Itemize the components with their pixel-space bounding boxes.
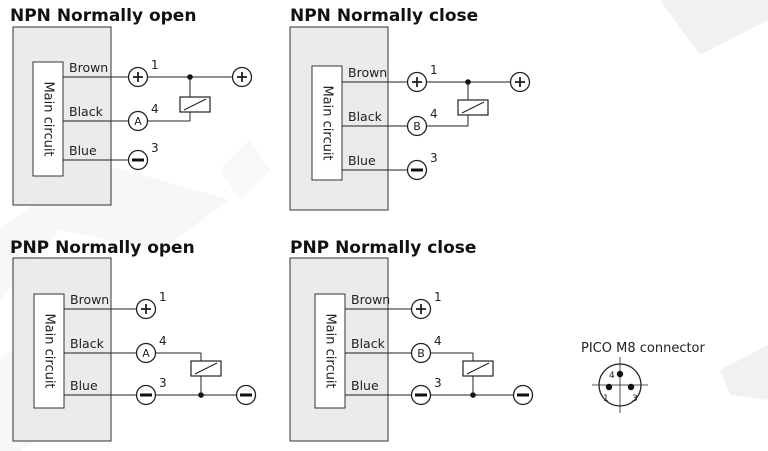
watermark-shape xyxy=(660,0,768,55)
wire-label-brown: Brown xyxy=(351,292,390,307)
terminal-circle xyxy=(135,342,157,364)
connector-pin xyxy=(605,383,613,391)
main-circuit-block xyxy=(33,293,65,409)
pin-number: 3 xyxy=(434,376,442,390)
wire-label-blue: Blue xyxy=(348,153,376,168)
wire-label-black: Black xyxy=(351,336,386,351)
main-circuit-label: Main circuit xyxy=(323,313,338,388)
main-circuit-label: Main circuit xyxy=(320,85,335,160)
wire-label-blue: Blue xyxy=(351,378,379,393)
relay-coil-slash xyxy=(461,101,485,114)
terminal-circle xyxy=(410,342,432,364)
main-circuit-block xyxy=(314,293,346,409)
wire-label-black: Black xyxy=(69,104,104,119)
diagram-title: NPN Normally open xyxy=(10,6,196,26)
connector-title: PICO M8 connector xyxy=(581,341,706,356)
relay-coil-slash xyxy=(466,362,490,375)
output-terminal-label: B xyxy=(417,347,425,360)
output-terminal-label: B xyxy=(413,120,421,133)
terminal-circle xyxy=(127,110,149,132)
wire-label-blue: Blue xyxy=(69,143,97,158)
relay-coil-slash xyxy=(194,362,218,375)
terminal-circle xyxy=(406,115,428,137)
watermark-shape xyxy=(720,345,768,400)
connector-pin-label: 1 xyxy=(603,394,609,404)
pin-number: 3 xyxy=(430,151,438,165)
pin-number: 1 xyxy=(430,63,438,77)
output-terminal-label: A xyxy=(134,115,142,128)
pico-m8-connector: PICO M8 connector 4 1 3 xyxy=(581,341,706,413)
connector-pin xyxy=(616,370,624,378)
main-circuit-label: Main circuit xyxy=(41,81,56,156)
pin-number: 1 xyxy=(434,290,442,304)
diagram-title: NPN Normally close xyxy=(290,6,478,26)
main-circuit-label: Main circuit xyxy=(42,313,57,388)
wire-label-black: Black xyxy=(348,109,383,124)
wire-label-black: Black xyxy=(70,336,105,351)
wire-label-blue: Blue xyxy=(70,378,98,393)
main-circuit-block xyxy=(311,65,343,181)
pin-number: 4 xyxy=(434,334,442,348)
pin-number: 1 xyxy=(151,58,159,72)
main-circuit-block xyxy=(32,61,64,177)
pin-number: 3 xyxy=(151,141,159,155)
wire-label-brown: Brown xyxy=(70,292,109,307)
pin-number: 4 xyxy=(159,334,167,348)
diagram-title: PNP Normally close xyxy=(290,238,476,258)
pin-number: 4 xyxy=(430,107,438,121)
relay-coil-slash xyxy=(183,98,207,111)
connector-pin xyxy=(627,383,635,391)
pin-number: 4 xyxy=(151,102,159,116)
watermark-shape xyxy=(220,140,270,200)
wire-label-brown: Brown xyxy=(348,65,387,80)
connector-pin-label: 3 xyxy=(632,394,638,404)
output-terminal-label: A xyxy=(142,347,150,360)
pin-number: 3 xyxy=(159,376,167,390)
wire-label-brown: Brown xyxy=(69,60,108,75)
pin-number: 1 xyxy=(159,290,167,304)
connector-pin-label: 4 xyxy=(609,371,615,381)
diagram-title: PNP Normally open xyxy=(10,238,195,258)
